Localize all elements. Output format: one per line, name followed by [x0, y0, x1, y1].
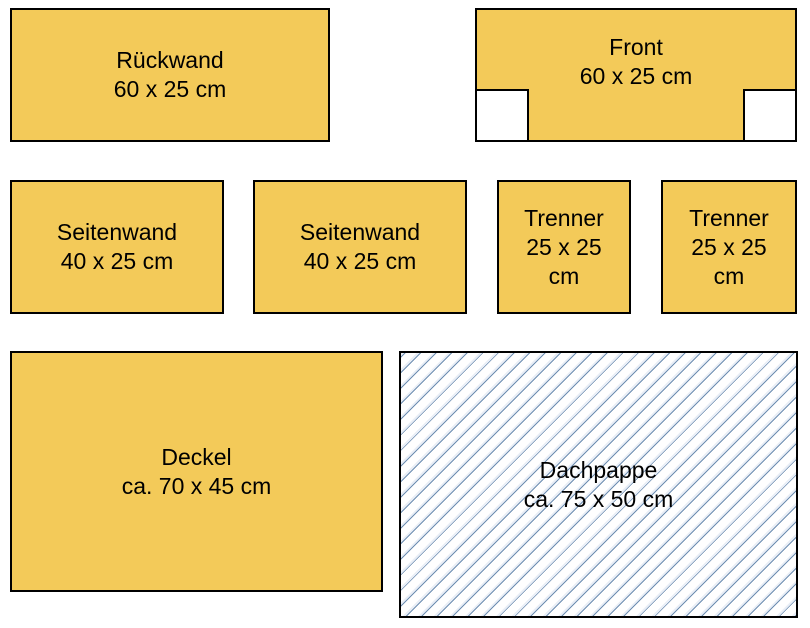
panel-label: Seitenwand: [299, 219, 421, 245]
panel-seitenwand-1: Seitenwand 40 x 25 cm: [10, 180, 224, 314]
front-cutout-left: [475, 89, 529, 142]
panel-label: Rückwand: [116, 47, 224, 73]
panel-dimensions: 60 x 25 cm: [579, 63, 693, 89]
panel-label: Dachpappe: [539, 456, 658, 483]
panel-dimensions: 60 x 25 cm: [113, 76, 227, 102]
panel-rueckwand: Rückwand 60 x 25 cm: [10, 8, 330, 142]
panel-dimensions: 40 x 25 cm: [303, 248, 417, 274]
panel-dimensions: 25 x 25 cm: [691, 233, 767, 289]
panel-label: Trenner: [524, 204, 604, 231]
panel-dimensions: ca. 70 x 45 cm: [121, 472, 272, 499]
panel-trenner-1: Trenner 25 x 25 cm: [497, 180, 631, 314]
panel-deckel: Deckel ca. 70 x 45 cm: [10, 351, 383, 592]
panel-dimensions: ca. 75 x 50 cm: [523, 485, 674, 512]
panel-dimensions: 40 x 25 cm: [60, 248, 174, 274]
front-cutout-right: [743, 89, 797, 142]
panel-dimensions: 25 x 25 cm: [526, 233, 602, 289]
panel-front: Front 60 x 25 cm: [475, 8, 797, 142]
panel-dachpappe: Dachpappe ca. 75 x 50 cm: [399, 351, 798, 618]
panel-label: Trenner: [689, 204, 769, 231]
panel-label: Front: [609, 34, 663, 60]
panel-trenner-2: Trenner 25 x 25 cm: [661, 180, 797, 314]
panel-label: Seitenwand: [56, 219, 178, 245]
panel-seitenwand-2: Seitenwand 40 x 25 cm: [253, 180, 467, 314]
panel-label: Deckel: [161, 443, 232, 470]
